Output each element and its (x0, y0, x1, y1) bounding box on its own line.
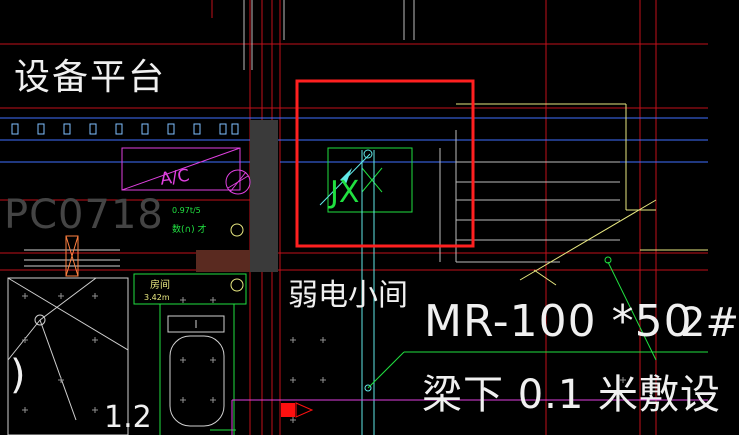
highlight-rectangle[interactable] (295, 79, 475, 248)
window-markers (11, 123, 239, 135)
ac-note-2: 数(∩) 才 (172, 223, 206, 235)
room-sub-label: 3.42m (144, 293, 170, 302)
drawing-layer[interactable]: A/C 0.97t/5 数(∩) 才 房间 3.42m JX (0, 0, 708, 435)
equipment-platform-label: 设备平台 (14, 57, 167, 98)
ceiling-points (230, 223, 244, 292)
bottom-left-number: 1.2 (104, 400, 152, 435)
green-conduits (367, 256, 708, 389)
ac-unit[interactable] (121, 147, 251, 195)
blue-lines (0, 117, 708, 163)
fixtures (7, 249, 225, 435)
bottom-left-bracket: ) (10, 352, 26, 398)
weak-current-room-label: 弱电小间 (288, 278, 408, 313)
duct-number-label: 2# (680, 300, 739, 346)
magenta-outline (231, 399, 708, 435)
grid-crosses (22, 293, 626, 423)
partial-window-label: PC0718 (4, 192, 164, 238)
wall-fill (196, 120, 278, 272)
install-note-label: 梁下 0.1 米敷设 (422, 372, 722, 418)
ac-note-1: 0.97t/5 (172, 206, 201, 215)
orange-marker (65, 235, 79, 277)
green-room-outline (133, 273, 247, 435)
duct-spec-label: MR-100 *50 (424, 296, 693, 347)
cyan-risers (361, 149, 375, 435)
yellow-lines (456, 103, 708, 286)
jx-junction-box[interactable] (319, 147, 413, 213)
jx-label: JX (328, 175, 359, 210)
room-label: 房间 (150, 278, 170, 291)
red-marker (281, 402, 314, 418)
ac-label: A/C (159, 166, 191, 190)
white-guide-lines (243, 0, 620, 263)
